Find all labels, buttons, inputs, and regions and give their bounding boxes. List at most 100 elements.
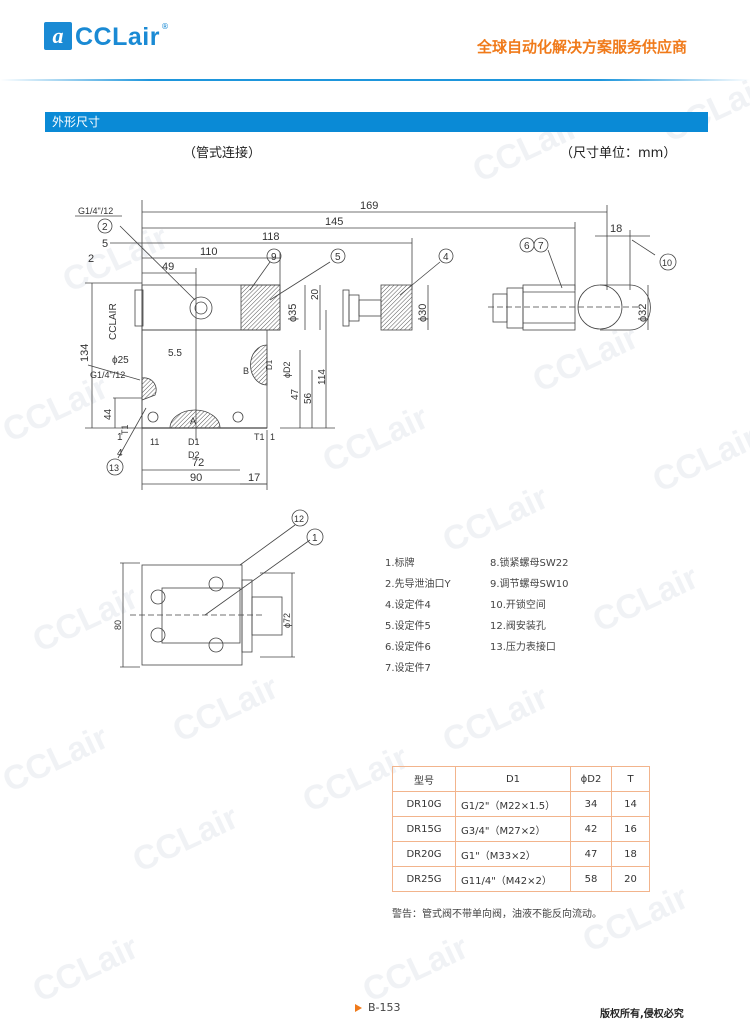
parts-legend-col1: 1.标牌 2.先导泄油口Y 4.设定件4 5.设定件5 6.设定件6 7.设定件… (385, 554, 451, 680)
cell-model: DR25G (392, 866, 456, 892)
cell-d1: G11/4"（M42×2） (455, 866, 571, 892)
dim-118: 118 (262, 231, 280, 243)
dim-90: 90 (190, 472, 202, 484)
dim-1-right: 1 (270, 432, 275, 442)
header-phid2: ϕD2 (570, 766, 612, 792)
setting-element-6-7 (488, 284, 651, 331)
header-t: T (611, 766, 650, 792)
callout-12: 12 (294, 514, 304, 524)
dim-2: 2 (88, 253, 94, 265)
header-d1: D1 (455, 766, 571, 792)
valve-body-side (120, 562, 295, 668)
legend-item: 13.压力表接口 (490, 642, 556, 653)
dim-d2: D2 (188, 450, 200, 460)
page-number: B-153 (368, 1001, 401, 1014)
table-row: DR25G G11/4"（M42×2） 58 20 (392, 866, 650, 892)
watermark: CCLair (0, 718, 115, 800)
dim-phiD2: ϕD2 (282, 361, 292, 378)
callout-1: 1 (312, 533, 318, 544)
valve-body-front (134, 284, 281, 429)
port-a: A (190, 416, 196, 426)
legend-item: 7.设定件7 (385, 663, 431, 674)
watermark: CCLair (26, 928, 145, 1010)
callout-2: 2 (102, 222, 108, 233)
legend-item: 12.阀安装孔 (490, 621, 546, 632)
dim-114: 114 (317, 369, 328, 385)
dim-49: 49 (162, 261, 174, 273)
logo-text: CCLair (75, 23, 160, 51)
page-marker-icon (355, 1004, 362, 1012)
cell-t: 16 (611, 816, 650, 842)
section-title: 外形尺寸 (45, 112, 708, 132)
dim-1-left: 1 (117, 432, 123, 443)
dim-4: 4 (117, 448, 123, 459)
port-b: B (243, 366, 249, 376)
dim-20: 20 (310, 288, 321, 300)
dim-d1-vertical: D1 (265, 359, 274, 370)
cell-model: DR15G (392, 816, 456, 842)
port-label-top: G1/4"/12 (78, 206, 113, 216)
dim-phi35: ϕ35 (287, 304, 299, 322)
unit-note: （尺寸单位：mm） (560, 146, 677, 161)
dimension-lines (85, 200, 650, 490)
callout-7: 7 (538, 241, 544, 252)
table-row: DR15G G3/4"（M27×2） 42 16 (392, 816, 650, 842)
dim-phi32: ϕ32 (637, 304, 649, 322)
legend-item: 6.设定件6 (385, 642, 431, 653)
dim-47: 47 (290, 388, 301, 400)
callout-4: 4 (443, 252, 449, 263)
cell-t: 20 (611, 866, 650, 892)
dim-80: 80 (113, 620, 123, 630)
dim-t1-left: T1 (120, 424, 130, 435)
legend-item: 9.调节螺母SW10 (490, 579, 569, 590)
dim-169: 169 (360, 200, 378, 212)
registered-mark: ® (160, 22, 169, 31)
cell-model: DR20G (392, 841, 456, 867)
dim-d1: D1 (188, 437, 200, 447)
body-mark: CCLAIR (108, 303, 119, 340)
dim-phi25: ϕ25 (112, 355, 129, 366)
cell-d1: G3/4"（M27×2） (455, 816, 571, 842)
setting-element-4 (342, 284, 413, 331)
table-header-row: 型号 D1 ϕD2 T (392, 766, 650, 792)
parts-legend-col2: 8.锁紧螺母SW22 9.调节螺母SW10 10.开锁空间 12.阀安装孔 13… (490, 554, 569, 659)
legend-item: 5.设定件5 (385, 621, 431, 632)
dim-t1-right: T1 (254, 432, 265, 442)
callout-5: 5 (335, 252, 341, 263)
cell-model: DR10G (392, 791, 456, 817)
header-divider (0, 79, 750, 81)
watermark: CCLair (356, 928, 475, 1010)
dim-18: 18 (610, 223, 622, 235)
legend-item: 10.开锁空间 (490, 600, 546, 611)
model-dimension-table: 型号 D1 ϕD2 T DR10G G1/2"（M22×1.5） 34 14 D… (392, 766, 650, 892)
dim-phi72: ϕ72 (282, 613, 292, 628)
callout-13: 13 (109, 463, 119, 473)
dim-5-5: 5.5 (168, 348, 182, 359)
legend-item: 4.设定件4 (385, 600, 431, 611)
port-label-side: G1/4"/12 (90, 370, 125, 380)
dim-17: 17 (248, 472, 260, 484)
callout-10: 10 (662, 258, 672, 268)
dimension-drawing: 169 145 118 110 49 5 2 18 G1/4"/12 G1/4"… (75, 200, 677, 668)
brand-logo: a CCLair ® (44, 22, 169, 50)
cell-phid2: 42 (570, 816, 612, 842)
dim-110: 110 (200, 246, 218, 258)
legend-item: 1.标牌 (385, 558, 415, 569)
copyright: 版权所有,侵权必究 (600, 1009, 684, 1020)
dim-11: 11 (150, 437, 159, 447)
dim-phi30: ϕ30 (417, 304, 429, 322)
watermark: CCLair (126, 798, 245, 880)
table-row: DR10G G1/2"（M22×1.5） 34 14 (392, 791, 650, 817)
slogan: 全球自动化解决方案服务供应商 (476, 38, 687, 56)
callout-9: 9 (271, 252, 277, 263)
leader-lines (75, 215, 656, 616)
cell-phid2: 34 (570, 791, 612, 817)
warning-note: 警告：管式阀不带单向阀，油液不能反向流动。 (392, 909, 602, 920)
dim-44: 44 (103, 408, 114, 420)
dim-5: 5 (102, 238, 108, 250)
callout-6: 6 (524, 241, 530, 252)
dim-145: 145 (325, 216, 343, 228)
legend-item: 8.锁紧螺母SW22 (490, 558, 569, 569)
logo-mark: a (44, 22, 72, 50)
cell-t: 14 (611, 791, 650, 817)
